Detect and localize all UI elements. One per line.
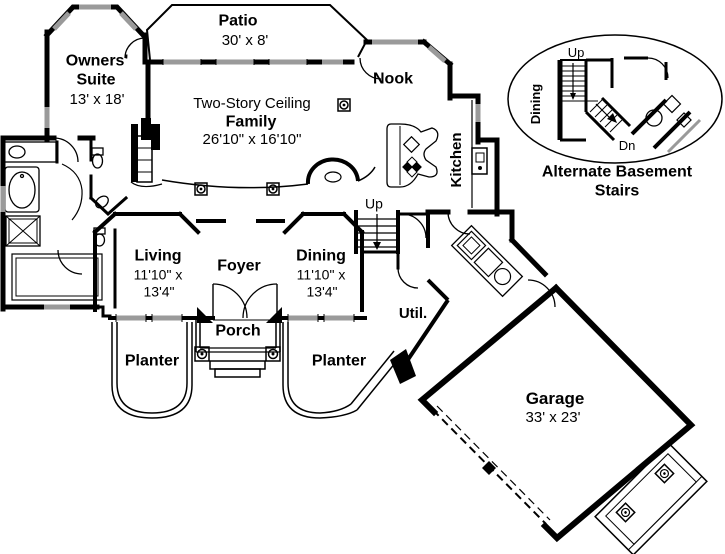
washer-dryer-appliances (450, 224, 524, 298)
inset-up-label: Up (567, 45, 585, 61)
room-label-foyer: Foyer (217, 257, 261, 275)
room-dims-garage: 33' x 23' (525, 409, 581, 427)
inset-oval (507, 34, 723, 164)
garage-walls (417, 283, 696, 543)
family-open-curve (161, 157, 376, 189)
porch-steps (209, 360, 266, 370)
room-label-planter-left: Planter (124, 352, 180, 370)
room-label-owners-suite-1: Owners' (65, 52, 129, 70)
bathtub-deck (4, 166, 40, 213)
room-label-patio: Patio (218, 12, 258, 30)
room-label-kitchen: Kitchen (448, 132, 466, 188)
room-label-owners-suite-2: Suite (76, 71, 116, 89)
vanity-counter (3, 141, 57, 163)
bathtub (8, 171, 36, 209)
hall-curved-wall (61, 163, 83, 221)
powder-sink (95, 195, 109, 209)
door-arcs (53, 37, 556, 319)
toilet-bowl (91, 153, 104, 169)
shower (5, 215, 41, 247)
kitchen-counter (471, 100, 488, 208)
porch-column (194, 346, 210, 362)
porch-column (265, 346, 281, 362)
room-label-family: Family (225, 113, 277, 131)
inset-caption-1: Alternate Basement (541, 163, 693, 181)
room-dims-living-2: 13'4" (143, 283, 175, 300)
room-label-planter-right: Planter (311, 352, 367, 370)
toilet2-bowl (93, 233, 106, 247)
inset-dn-label: Dn (618, 138, 636, 154)
closet-shelving (11, 253, 103, 301)
bath-fixtures (3, 141, 109, 301)
interior-walls-secondary (55, 136, 430, 318)
porch-structure (194, 307, 282, 378)
room-label-garage: Garage (525, 389, 585, 409)
room-dims-dining-1: 11'10" x (296, 266, 346, 283)
room-label-nook: Nook (373, 70, 413, 88)
kitchen-island (386, 123, 439, 188)
stairs-up-label: Up (365, 195, 383, 212)
fireplace (130, 124, 163, 188)
room-label-porch: Porch (215, 322, 261, 340)
vanity-sink (8, 145, 26, 159)
garage-stoop (594, 442, 708, 554)
inset-caption-2: Stairs (594, 182, 640, 200)
planter-outlines (111, 322, 401, 419)
window-ticks (115, 59, 355, 322)
family-ceiling-note: Two-Story Ceiling (193, 95, 311, 113)
room-label-living: Living (134, 247, 182, 265)
toilet-tank (91, 147, 104, 156)
garage-door-dashed (432, 405, 551, 525)
room-dims-dining-2: 13'4" (306, 283, 338, 300)
inset-dining-label: Dining (528, 83, 544, 125)
windows (0, 4, 481, 321)
main-stairs (358, 214, 396, 250)
room-dims-living-1: 11'10" x (133, 266, 183, 283)
room-label-dining: Dining (296, 247, 346, 265)
utility-walls (390, 214, 450, 384)
room-dims-patio: 30' x 8' (221, 32, 269, 50)
room-label-utility: Util. (398, 305, 428, 323)
columns (194, 98, 351, 196)
room-dims-family: 26'10" x 16'10" (202, 131, 302, 149)
room-dims-owners-suite: 13' x 18' (69, 91, 125, 109)
